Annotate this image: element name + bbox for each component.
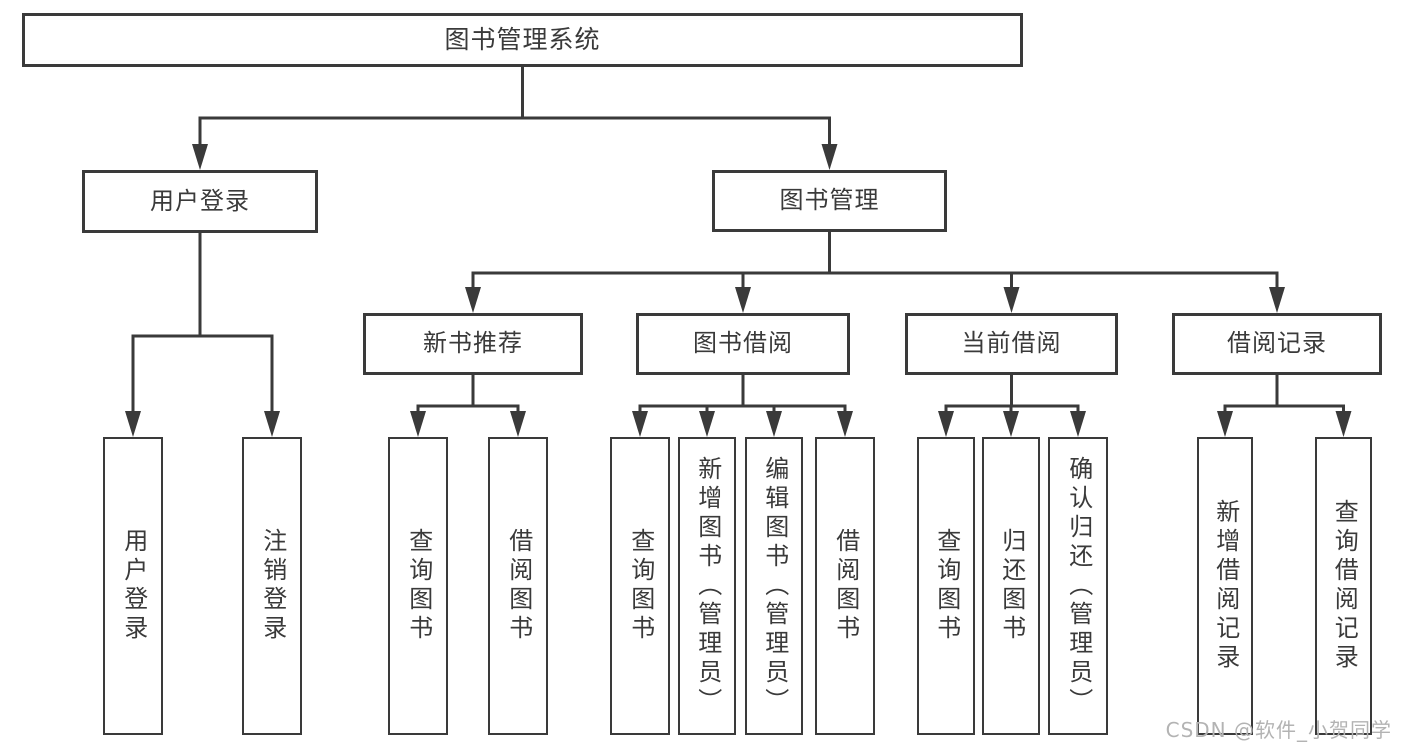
node-root: 图书管理系统 [22,13,1023,67]
node-borrow: 图书借阅 [636,313,850,375]
node-newbook: 新书推荐 [363,313,583,375]
node-leaf-cur-confirm: 确认归还（管理员） [1048,437,1108,735]
node-leaf-bw-query: 查询图书 [610,437,670,735]
node-leaf-bw-borrow: 借阅图书 [815,437,875,735]
node-leaf-rec-add: 新增借阅记录 [1197,437,1253,735]
node-leaf-logout: 注销登录 [242,437,302,735]
watermark: CSDN @软件_小贺同学 [1165,718,1392,742]
node-leaf-bw-add: 新增图书（管理员） [678,437,736,735]
node-leaf-cur-return: 归还图书 [982,437,1040,735]
node-leaf-nb-query: 查询图书 [388,437,448,735]
node-manage: 图书管理 [712,170,947,232]
node-leaf-cur-query: 查询图书 [917,437,975,735]
node-leaf-rec-query: 查询借阅记录 [1315,437,1372,735]
node-leaf-nb-borrow: 借阅图书 [488,437,548,735]
node-leaf-bw-edit: 编辑图书（管理员） [745,437,803,735]
node-records: 借阅记录 [1172,313,1382,375]
node-current: 当前借阅 [905,313,1118,375]
node-leaf-user-login: 用户登录 [103,437,163,735]
node-login: 用户登录 [82,170,318,233]
